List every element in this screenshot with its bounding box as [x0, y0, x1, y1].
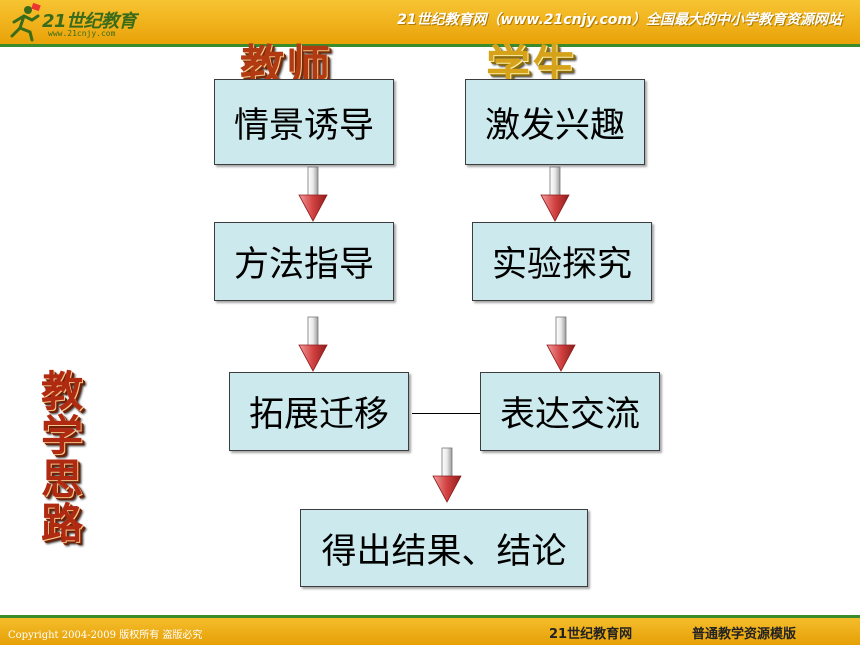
student-step-box: 实验探究 — [472, 222, 652, 301]
down-arrow-icon — [298, 316, 328, 372]
student-step-box: 表达交流 — [480, 372, 660, 451]
teacher-step-box: 情景诱导 — [214, 79, 394, 165]
footer-template-label: 普通教学资源模版 — [692, 627, 797, 642]
side-title-char: 思 — [40, 455, 83, 504]
logo-url: www.21cnjy.com — [48, 29, 116, 38]
down-arrow-icon — [432, 447, 462, 503]
header-slogan[interactable]: 21世纪教育网（www.21cnjy.com）全国最大的中小学教育资源网站 — [397, 12, 842, 28]
site-logo[interactable]: 21世纪教育 www.21cnjy.com — [6, 2, 146, 42]
side-title-char: 教 — [40, 367, 83, 416]
logo-text: 21世纪教育 — [42, 11, 137, 32]
down-arrow-icon — [298, 166, 328, 222]
side-title: 教 学 思 路 — [36, 370, 88, 546]
down-arrow-icon — [546, 316, 576, 372]
header-divider — [0, 44, 860, 47]
down-arrow-icon — [540, 166, 570, 222]
footer-bar: Copyright 2004-2009 版权所有 盗版必究 21世纪教育网 普通… — [0, 618, 860, 645]
student-step-box: 激发兴趣 — [465, 79, 645, 165]
teacher-step-box: 方法指导 — [214, 222, 394, 301]
side-title-char: 路 — [40, 499, 83, 548]
footer-divider — [0, 615, 860, 618]
footer-brand[interactable]: 21世纪教育网 — [549, 627, 633, 642]
side-title-char: 学 — [40, 411, 83, 460]
result-box: 得出结果、结论 — [300, 509, 588, 587]
copyright-text: Copyright 2004-2009 版权所有 盗版必究 — [8, 630, 203, 641]
runner-logo-icon — [10, 2, 41, 42]
connector-line — [412, 413, 480, 414]
header-bar: 21世纪教育 www.21cnjy.com 21世纪教育网（www.21cnjy… — [0, 0, 860, 44]
teacher-step-box: 拓展迁移 — [229, 372, 409, 451]
